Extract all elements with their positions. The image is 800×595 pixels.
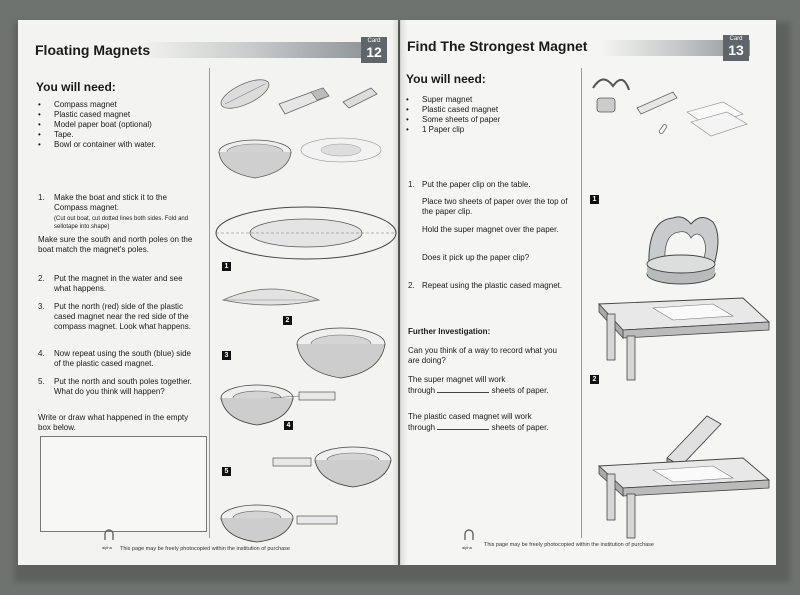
further-heading: Further Investigation:: [408, 327, 491, 336]
answer-blank[interactable]: [437, 422, 490, 430]
step-text: Make sure the south and north poles on t…: [38, 235, 193, 254]
left-page: Floating Magnets Card 12 You will need: …: [18, 20, 398, 565]
logo-icon: [464, 529, 474, 540]
paper-sheets-icon: [686, 101, 748, 137]
result-line: The super magnet will work: [408, 375, 506, 384]
bowl-magnet-approach-icon: [220, 384, 336, 426]
title-band: [600, 40, 750, 56]
title-band: [138, 42, 368, 58]
right-page: Find The Strongest Magnet Card 13 You wi…: [400, 20, 776, 565]
card-number-badge: Card 13: [723, 35, 749, 61]
column-divider: [581, 68, 582, 538]
answer-box[interactable]: [40, 436, 207, 532]
step-number: 5.: [38, 377, 45, 386]
step-text: Now repeat using the south (blue) side o…: [54, 349, 191, 368]
paper-clip-icon: [658, 124, 668, 134]
tape-icon: [342, 87, 378, 109]
card-number-badge: Card 12: [361, 37, 387, 63]
need-heading: You will need:: [406, 72, 486, 86]
result-line: The plastic cased magnet will work: [408, 412, 532, 421]
need-list: Super magnet Plastic cased magnet Some s…: [406, 95, 500, 135]
list-item: Plastic cased magnet: [38, 110, 156, 120]
step-badge: 2: [590, 375, 599, 384]
logo-icon: [104, 529, 114, 540]
step-text: Does it pick up the paper clip?: [422, 253, 530, 262]
step-text: Hold the super magnet over the paper.: [422, 225, 559, 234]
step-text: Place two sheets of paper over the top o…: [422, 197, 568, 216]
super-magnet-icon: [592, 78, 630, 113]
page-title: Find The Strongest Magnet: [407, 38, 588, 54]
result-line: through sheets of paper.: [408, 422, 549, 432]
logo-text: alpha: [102, 545, 112, 550]
list-item: Bowl or container with water.: [38, 140, 156, 150]
bowl-magnet-repel-icon: [272, 446, 392, 488]
step-number: 1.: [38, 193, 45, 202]
step-text: Put the north and south poles together. …: [54, 377, 192, 396]
footer-note: This page may be freely photocopied with…: [120, 546, 290, 552]
list-item: Some sheets of paper: [406, 115, 500, 125]
list-item: Model paper boat (optional): [38, 120, 156, 130]
logo-text: alpha: [462, 545, 472, 550]
need-list: Compass magnet Plastic cased magnet Mode…: [38, 100, 156, 150]
compass-magnet-icon: [220, 79, 270, 109]
footer-note: This page may be freely photocopied with…: [484, 542, 654, 548]
bowl-icon: [218, 139, 292, 179]
step-text: Put the paper clip on the table.: [422, 180, 531, 189]
step-number: 2.: [38, 274, 45, 283]
step-number: 2.: [408, 281, 415, 290]
plastic-magnet-icon: [636, 91, 678, 115]
step-text: Put the north (red) side of the plastic …: [54, 302, 191, 331]
further-question: Can you think of a way to record what yo…: [408, 346, 557, 365]
magnet-boat-icon: [221, 288, 321, 306]
step-number: 1.: [408, 180, 415, 189]
illustrations-panel: [215, 79, 397, 543]
step-text: Write or draw what happened in the empty…: [38, 413, 189, 432]
page-title: Floating Magnets: [35, 42, 151, 58]
column-divider: [209, 68, 210, 538]
need-heading: You will need:: [36, 80, 116, 94]
book-gutter: [392, 20, 408, 565]
step-badge: 2: [283, 316, 292, 325]
list-item: Plastic cased magnet: [406, 105, 500, 115]
step-badge: 1: [222, 262, 231, 271]
step-text: Put the magnet in the water and see what…: [54, 274, 183, 293]
step-badge: 4: [284, 421, 293, 430]
step-number: 3.: [38, 302, 45, 311]
boat-template-icon: [215, 206, 397, 260]
list-item: Compass magnet: [38, 100, 156, 110]
answer-blank[interactable]: [437, 385, 490, 393]
list-item: Tape.: [38, 130, 156, 140]
list-item: Super magnet: [406, 95, 500, 105]
bowl-with-boat-icon: [296, 327, 386, 379]
step-badge: 3: [222, 351, 231, 360]
step-text: Repeat using the plastic cased magnet.: [422, 281, 563, 290]
plastic-magnet-icon: [278, 87, 330, 115]
step-badge: 5: [222, 467, 231, 476]
list-item: 1 Paper clip: [406, 125, 500, 135]
bowl-poles-together-icon: [220, 504, 338, 543]
paper-boat-icon: [300, 137, 382, 163]
plastic-magnet-over-table-icon: [597, 415, 771, 539]
magnet-over-table-icon: [598, 216, 771, 381]
step-number: 4.: [38, 349, 45, 358]
illustrations-panel: [592, 78, 771, 539]
step-text: Make the boat and stick it to the Compas…: [54, 193, 167, 212]
result-line: through sheets of paper.: [408, 385, 549, 395]
step-badge: 1: [590, 195, 599, 204]
step-note: (Cut out boat, cut dotted lines both sid…: [54, 216, 189, 230]
